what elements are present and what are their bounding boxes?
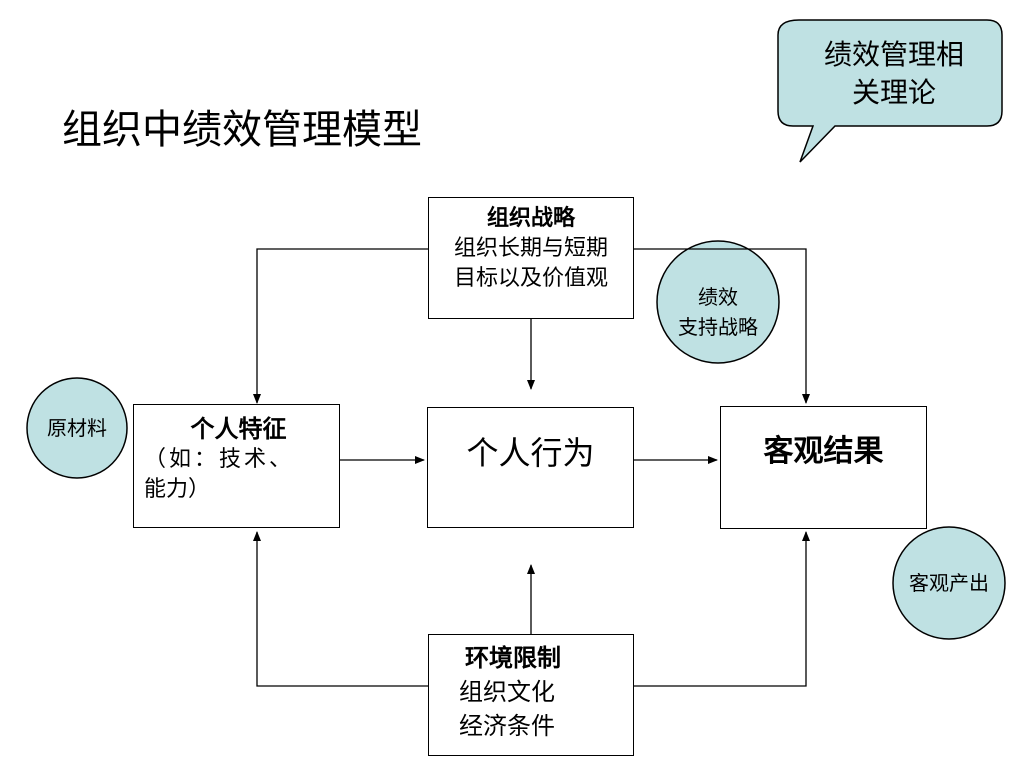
raw-materials-label: 原材料	[47, 416, 107, 440]
traits-box: 个人特征 （如：技术、 能力）	[133, 404, 340, 528]
environment-line-2: 经济条件	[459, 712, 555, 740]
callout-line-2: 关理论	[851, 76, 936, 109]
strategy-box: 组织战略 组织长期与短期 目标以及价值观	[428, 197, 634, 319]
strategy-line-1: 组织长期与短期	[453, 236, 608, 261]
perf-support-label: 绩效 支持战略	[657, 282, 779, 342]
diagram-title: 组织中绩效管理模型	[62, 107, 422, 153]
results-box: 客观结果	[720, 406, 927, 529]
strategy-heading: 组织战略	[486, 206, 575, 231]
connector-strategy-to-traits	[253, 248, 428, 404]
traits-line-1: （如：技术、	[144, 447, 295, 472]
connector-strategy-to-results	[634, 248, 810, 404]
traits-heading: 个人特征	[190, 415, 287, 443]
behavior-box: 个人行为	[427, 407, 634, 528]
callout-text: 绩效管理相 关理论	[784, 36, 1004, 112]
traits-line-2: 能力）	[144, 477, 211, 502]
raw-materials-circle	[26, 377, 128, 479]
callout-line-1: 绩效管理相	[823, 38, 964, 71]
perf-support-line-1: 绩效	[698, 285, 738, 309]
perf-support-line-2: 支持战略	[678, 315, 758, 339]
strategy-line-2: 目标以及价值观	[453, 266, 608, 291]
environment-line-1: 组织文化	[459, 678, 555, 706]
objective-output-label: 客观产出	[909, 571, 989, 595]
results-heading: 客观结果	[763, 434, 884, 469]
perf-support-circle	[656, 240, 780, 364]
environment-box: 环境限制 组织文化 经济条件	[428, 634, 634, 756]
objective-output-circle	[892, 526, 1006, 640]
environment-heading: 环境限制	[465, 644, 561, 672]
connector-environment-to-traits	[253, 531, 428, 687]
callout-shape	[777, 19, 1003, 163]
connector-environment-to-results	[634, 531, 810, 687]
behavior-heading: 个人行为	[466, 434, 595, 472]
